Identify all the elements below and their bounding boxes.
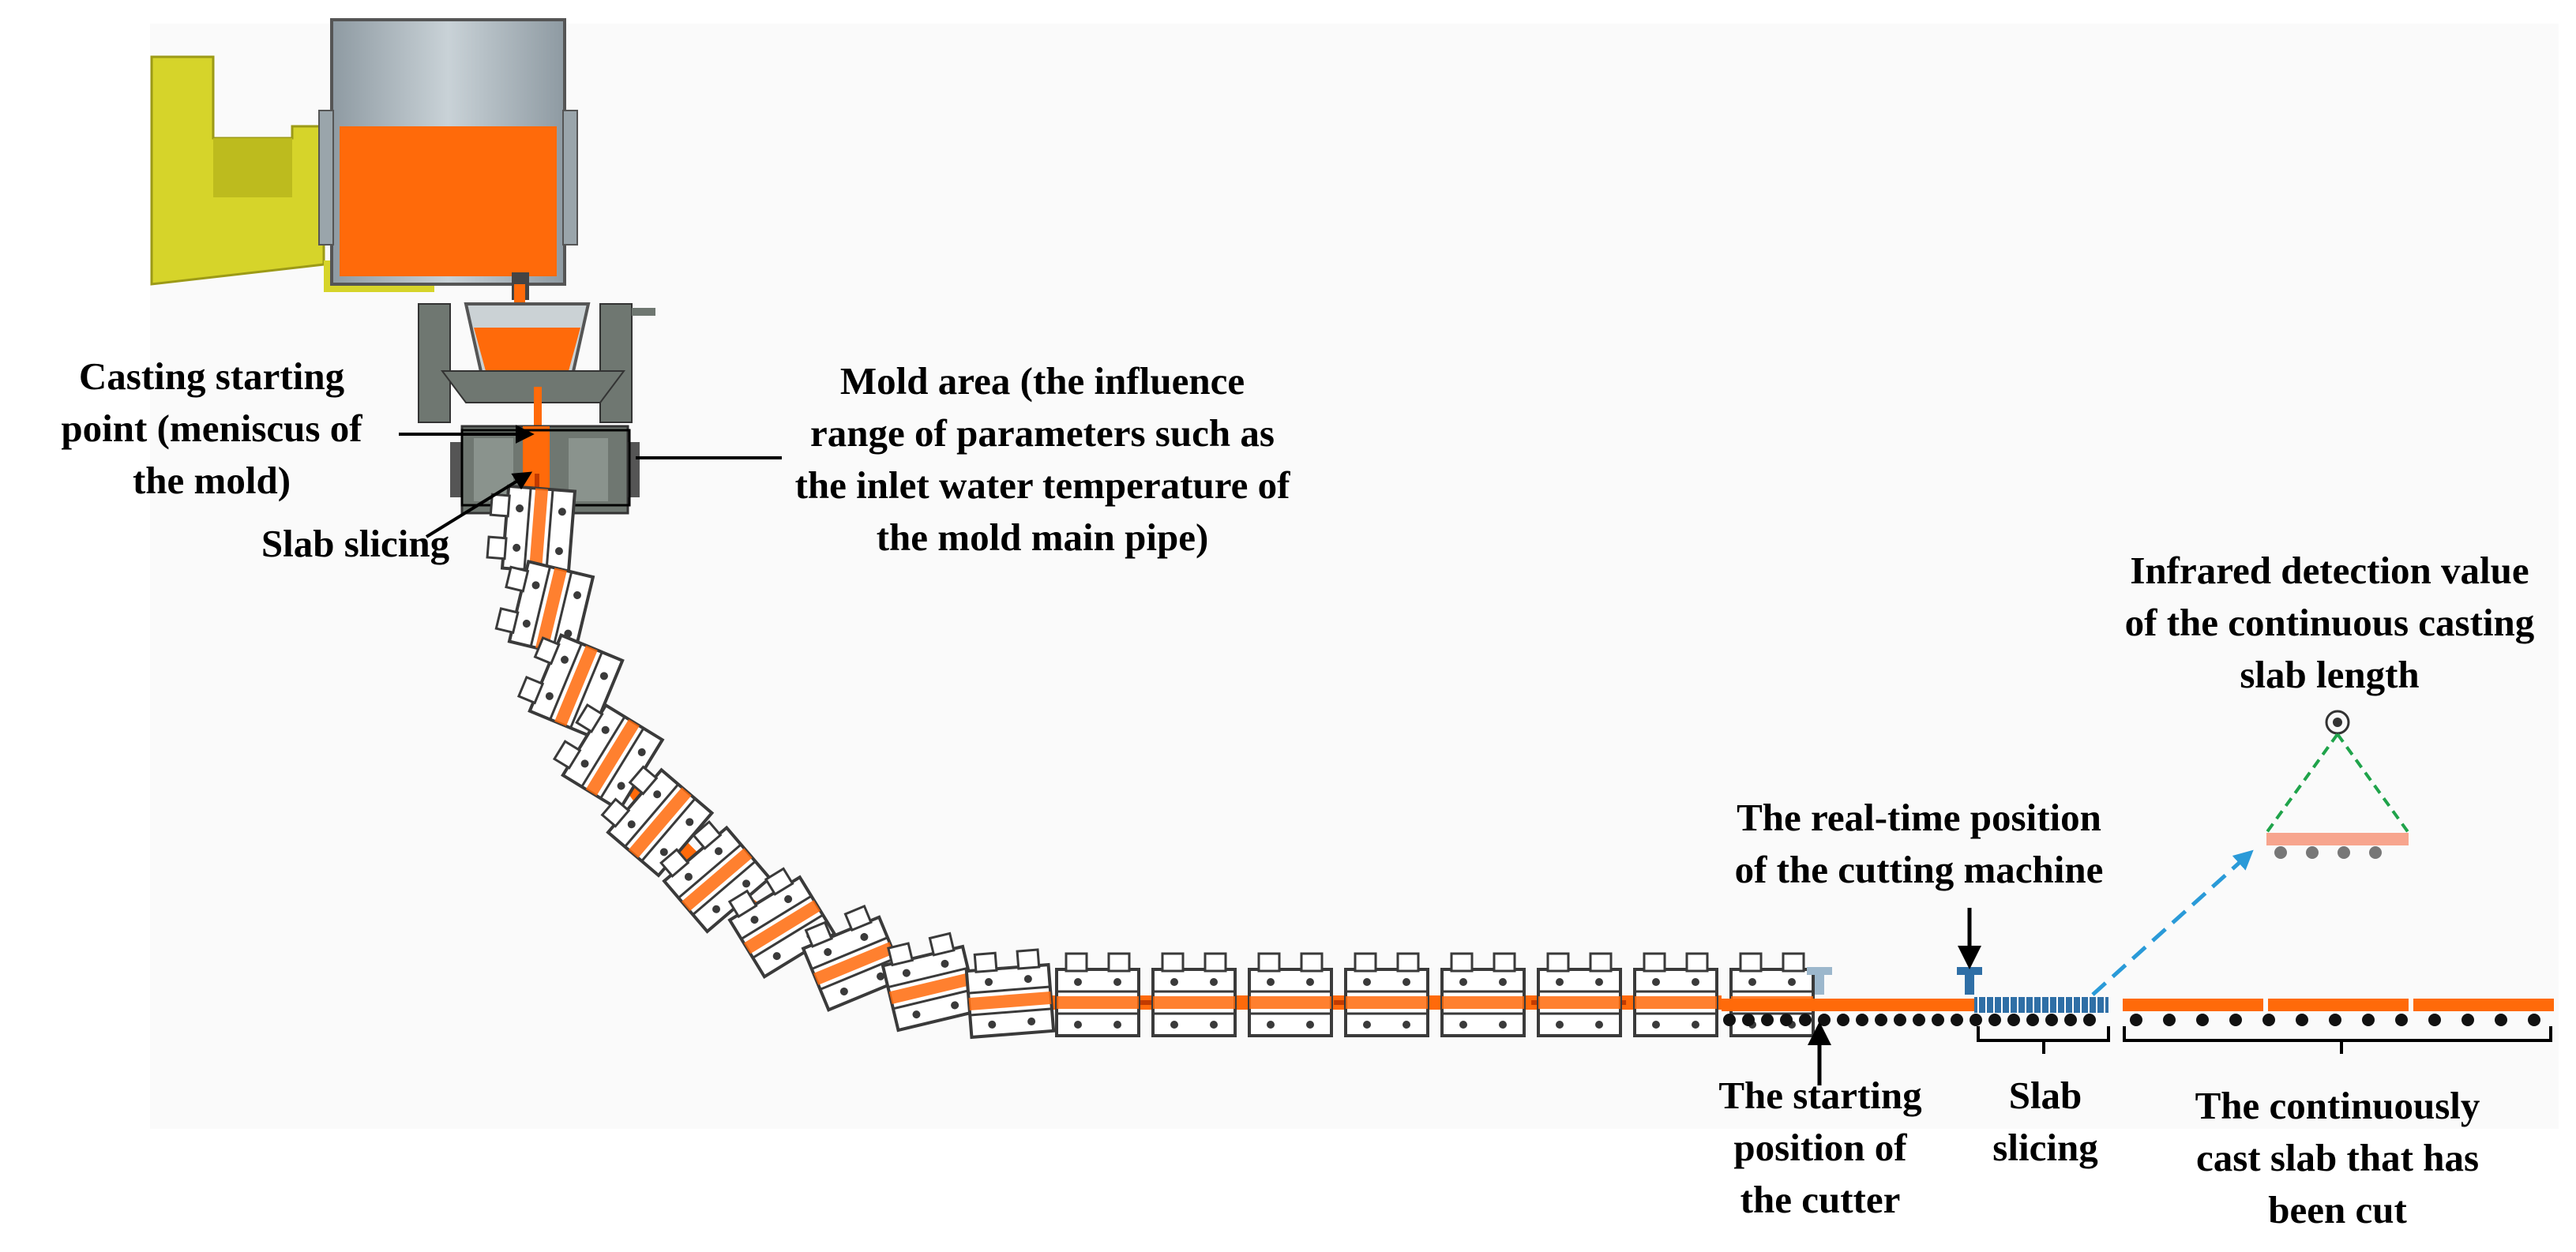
roller-segment-icon [494, 559, 595, 659]
cut-slab-brace [2123, 1026, 2552, 1054]
tundish-stream [534, 387, 542, 430]
roller [2362, 1014, 2375, 1026]
roller [2083, 1014, 2096, 1026]
roller-segment-icon [1440, 952, 1526, 1037]
roller [1837, 1014, 1849, 1026]
casting-start-label: Casting starting point (meniscus of the … [61, 354, 362, 502]
table-rollers [2130, 1014, 2540, 1026]
roller [2329, 1014, 2341, 1026]
cut-slab-1 [2123, 999, 2263, 1011]
roller [1818, 1014, 1831, 1026]
roller [1742, 1014, 1755, 1026]
roller [2007, 1014, 2020, 1026]
detection-arrow [2091, 849, 2254, 996]
infrared-sensor-icon [2265, 710, 2410, 859]
cut-slab-3 [2413, 999, 2554, 1011]
roller [2163, 1014, 2176, 1026]
cutter-start-label: The starting position of the cutter [1718, 1074, 1922, 1221]
roller-segment-icon [881, 932, 981, 1033]
roller [2395, 1014, 2408, 1026]
roller [1875, 1014, 1887, 1026]
roller [1894, 1014, 1906, 1026]
runout-rollers [1723, 1014, 2096, 1026]
mold-area-label: Mold area (the influence range of parame… [794, 359, 1290, 559]
cut-slab-2 [2268, 999, 2409, 1011]
roller-segment-icon [1151, 952, 1237, 1037]
roller [1761, 1014, 1774, 1026]
roller [2528, 1014, 2540, 1026]
roller-segment-icon [1055, 952, 1140, 1037]
roller [2130, 1014, 2142, 1026]
roller [1780, 1014, 1793, 1026]
roller-segment-icon [600, 765, 715, 878]
roller-segment-icon [1248, 952, 1333, 1037]
roller [2229, 1014, 2242, 1026]
slab-slice-lines [1977, 997, 2105, 1013]
ladle-icon [318, 18, 578, 300]
roller-segment-icon [1344, 952, 1429, 1037]
roller [2196, 1014, 2209, 1026]
roller [1913, 1014, 1925, 1026]
slab-slicing-bottom-label: Slab slicing [1992, 1074, 2098, 1169]
roller-segment-icon [801, 904, 907, 1012]
turret-icon [150, 55, 434, 292]
roller [2064, 1014, 2077, 1026]
roller [2026, 1014, 2039, 1026]
roller [2296, 1014, 2308, 1026]
slab-slicing-pointer [425, 471, 533, 538]
cut-slab-label: The continuously cast slab that has been… [2195, 1084, 2480, 1231]
runout-strand [1722, 999, 1974, 1011]
roller-segment-icon [1633, 952, 1718, 1037]
roller [2428, 1014, 2441, 1026]
roller [1856, 1014, 1868, 1026]
cutter-torch-icon [1807, 967, 1832, 995]
slab-slicing-top-label: Slab slicing [261, 522, 450, 565]
roller [2495, 1014, 2507, 1026]
roller-segments [486, 484, 1815, 1040]
roller-segment-icon [1537, 952, 1622, 1037]
roller [2045, 1014, 2058, 1026]
roller-segment-icon [727, 867, 837, 979]
roller-segment-icon [964, 948, 1056, 1040]
cutting-machine-label: The real-time position of the cutting ma… [1734, 796, 2104, 891]
roller-segment-icon [552, 703, 665, 812]
roller [1932, 1014, 1944, 1026]
roller [2461, 1014, 2474, 1026]
cutting-machine-torch-icon [1957, 967, 1982, 995]
roller [1970, 1014, 1982, 1026]
tundish-icon [418, 302, 655, 423]
roller [1799, 1014, 1812, 1026]
roller [1951, 1014, 1963, 1026]
roller-segment-icon [659, 820, 772, 934]
roller [1988, 1014, 2001, 1026]
slab-slicing-brace [1977, 1026, 2110, 1054]
roller [2262, 1014, 2275, 1026]
roller [1723, 1014, 1736, 1026]
infrared-label: Infrared detection value of the continuo… [2124, 549, 2535, 696]
